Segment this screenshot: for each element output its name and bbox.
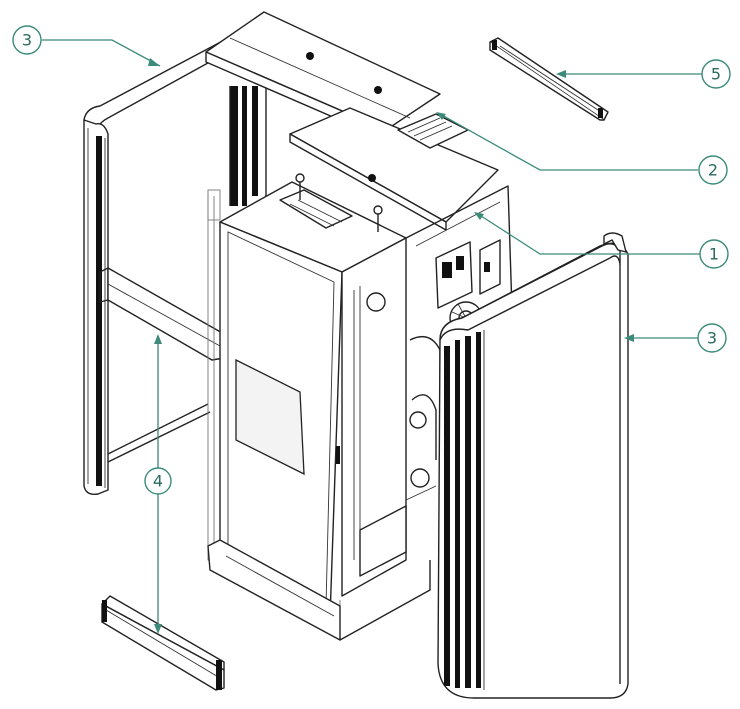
left-side-panel	[83, 31, 271, 496]
callout-4: 4	[144, 467, 172, 495]
bottom-bar-part-4	[101, 595, 225, 691]
callout-2-label: 2	[708, 161, 718, 180]
callout-4-label: 4	[153, 472, 163, 491]
callout-5: 5	[701, 59, 731, 89]
leader-lines	[42, 39, 702, 634]
callout-2: 2	[698, 155, 728, 185]
callout-1-label: 1	[709, 245, 719, 264]
callout-3-left-label: 3	[22, 31, 32, 50]
callout-5-label: 5	[711, 65, 721, 84]
callout-1: 1	[699, 239, 729, 269]
callout-3-right-label: 3	[707, 329, 717, 348]
inner-unit-body	[207, 173, 431, 641]
callout-3-left: 3	[12, 25, 42, 55]
bracket-part-5	[489, 37, 609, 121]
callout-3-right: 3	[697, 323, 727, 353]
right-side-panel	[437, 232, 629, 699]
top-panel-rear	[289, 107, 499, 231]
